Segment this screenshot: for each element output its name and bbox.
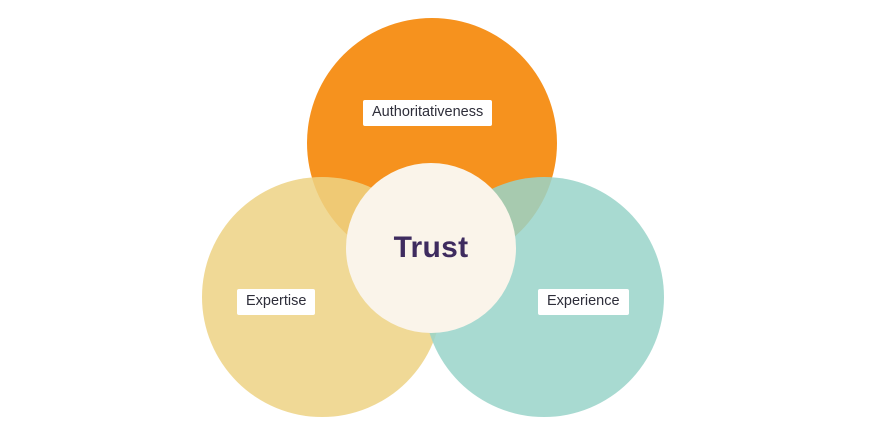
experience-label-chip: Experience: [538, 289, 629, 315]
trust-label: Trust: [393, 231, 469, 264]
authoritativeness-label-chip: Authoritativeness: [363, 100, 493, 126]
trust-center-circle: Trust: [346, 163, 516, 333]
expertise-label-chip: Expertise: [237, 289, 316, 315]
